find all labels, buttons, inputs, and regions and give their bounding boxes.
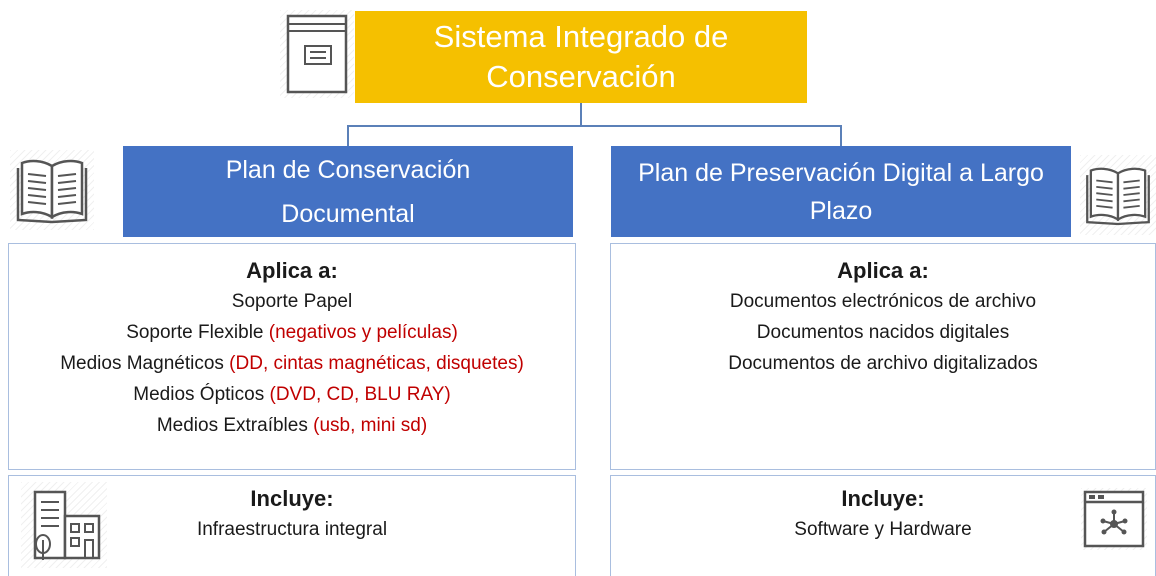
digital-applies-heading: Aplica a: [837, 258, 929, 283]
conservation-includes-panel: Incluye: Infraestructura integral [8, 475, 576, 576]
list-item: Medios Ópticos (DVD, CD, BLU RAY) [133, 384, 451, 405]
software-network-icon [1081, 488, 1147, 550]
conservation-applies-heading: Aplica a: [246, 258, 338, 283]
digital-preservation-title-line1: Plan de Preservación Digital a Largo [638, 158, 1044, 187]
open-book-icon [1080, 155, 1156, 235]
conservation-includes-content: Incluye: Infraestructura integral [9, 484, 575, 545]
list-item: Medios Extraíbles (usb, mini sd) [156, 415, 428, 436]
conservation-plan-title-line2: Documental [281, 199, 415, 228]
system-title-box: Sistema Integrado de Conservación [355, 11, 807, 103]
list-item: Soporte Papel [231, 291, 353, 312]
digital-preservation-plan-box: Plan de Preservación Digital a Largo Pla… [611, 146, 1071, 237]
list-item: Soporte Flexible (negativos y películas) [126, 322, 458, 343]
digital-includes-text: Software y Hardware [794, 519, 972, 540]
list-item: Medios Magnéticos (DD, cintas magnéticas… [60, 353, 524, 374]
conservation-includes-text: Infraestructura integral [196, 519, 388, 540]
list-item: Documentos de archivo digitalizados [728, 353, 1038, 374]
building-icon [21, 482, 107, 568]
digital-preservation-title-line2: Plazo [809, 196, 873, 225]
conservation-plan-title-line1: Plan de Conservación [225, 155, 471, 184]
connector-trunk [580, 103, 582, 126]
conservation-plan-box: Plan de Conservación Documental [123, 146, 573, 237]
digital-includes-panel: Incluye: Software y Hardware [610, 475, 1156, 576]
digital-includes-content: Incluye: Software y Hardware [611, 484, 1155, 545]
conservation-applies-panel: Aplica a: Soporte Papel Soporte Flexible… [8, 243, 576, 470]
open-book-icon [10, 150, 94, 230]
digital-includes-heading: Incluye: [841, 486, 925, 511]
conservation-includes-heading: Incluye: [250, 486, 334, 511]
digital-applies-panel: Aplica a: Documentos electrónicos de arc… [610, 243, 1156, 470]
connector-bar [347, 125, 842, 127]
connector-right-drop [840, 125, 842, 147]
list-item: Documentos nacidos digitales [756, 322, 1010, 343]
system-title-line1: Sistema Integrado de [433, 19, 729, 54]
archive-book-icon [280, 10, 354, 98]
list-item: Documentos electrónicos de archivo [729, 291, 1037, 312]
system-title-line2: Conservación [486, 59, 676, 94]
connector-left-drop [347, 125, 349, 147]
